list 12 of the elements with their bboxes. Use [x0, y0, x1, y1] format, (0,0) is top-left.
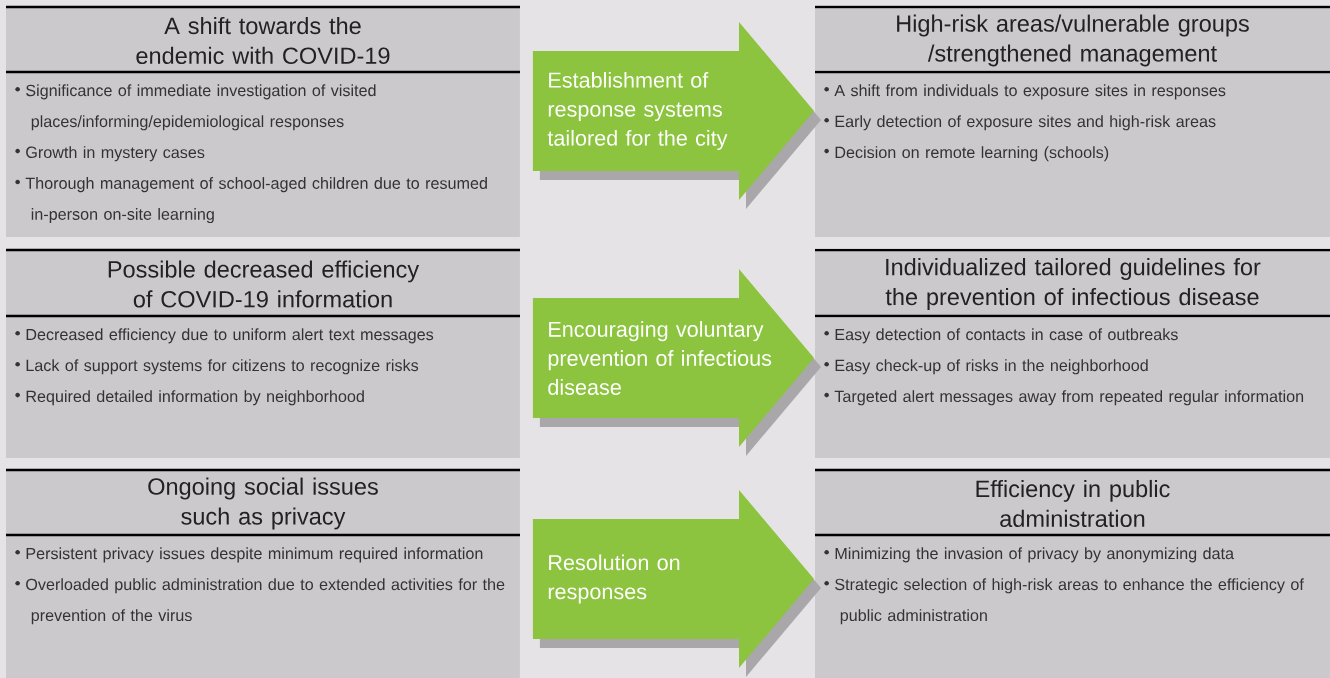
block-arrow	[532, 490, 821, 677]
info-box: A shift towards the endemic with COVID-19 Significance of immediate investigation of visited places/informing/epidemiological responses Growth in mystery cases Thorough management of school-aged children due to resumed in-person on-site learning	[6, 5, 520, 237]
edge-label: Encouraging voluntary prevention of infectious disease	[548, 321, 772, 395]
info-box: High-risk areas/vulnerable groups /strengthened management A shift from individuals to exposure sites in responses Early detection of exposure sites and high-risk areas Decision on remote learning (schools)	[815, 5, 1330, 237]
edge-label: Resolution on responses	[548, 554, 680, 604]
info-box: Individualized tailored guidelines for the prevention of infectious disease Easy detection of contacts in case of outbreaks Easy check-up of risks in the neighborhood Targeted alert messages away from repeated regular information	[815, 248, 1330, 458]
edge-label: Establishment of response systems tailored for the city	[547, 71, 728, 151]
info-box: Possible decreased efficiency of COVID-19 information Decreased efficiency due to uniform alert text messages Lack of support systems for citizens to recognize risks Required detailed information by neighborhood	[6, 248, 520, 458]
info-box: Efficiency in public administration Minimizing the invasion of privacy by anonymizing data Strategic selection of high-risk areas to enhance the efficiency of public administration	[815, 468, 1330, 678]
info-box: Ongoing social issues such as privacy Persistent privacy issues despite minimum required information Overloaded public administration due to extended activities for the prevention of the virus	[6, 468, 520, 678]
block-arrow	[532, 21, 821, 209]
block-arrow	[532, 268, 821, 456]
